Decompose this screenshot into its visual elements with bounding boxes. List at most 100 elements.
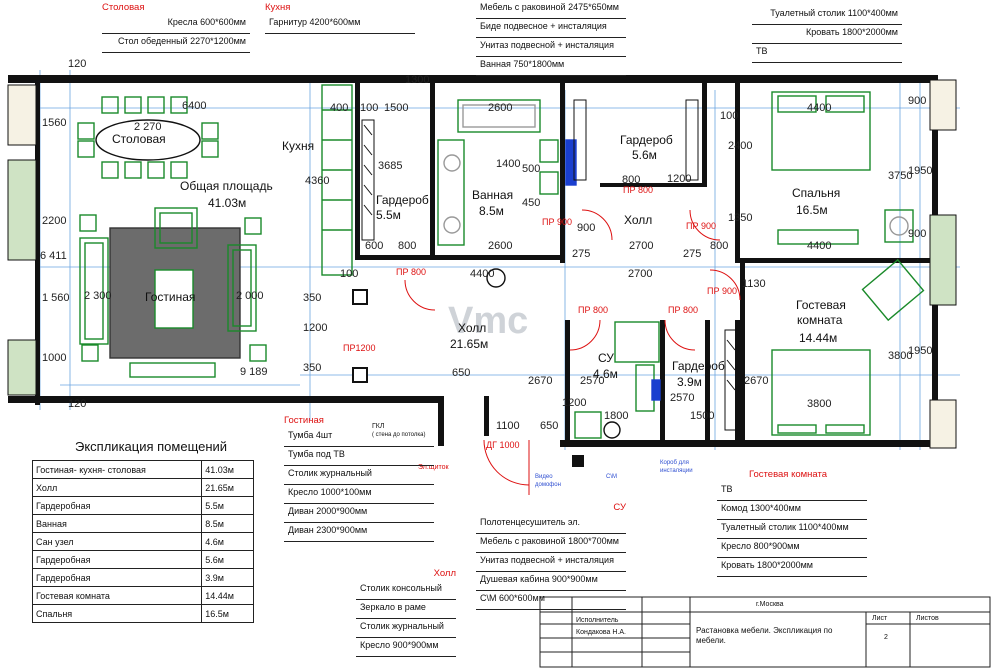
dim-label: 350 [303, 292, 322, 304]
dim-label: 800 [710, 240, 729, 252]
door-label-7: ПР 800 [668, 305, 698, 315]
spec-title: Гостиная [284, 415, 324, 426]
spec-row: Кровать 1800*2000мм [717, 558, 867, 577]
dim-label: 2570 [580, 375, 605, 387]
room-area-garderob1: 5.5м [376, 208, 401, 222]
dim-label: 100 [340, 268, 359, 280]
room-area-spalnya: 16.5м [796, 203, 828, 217]
room-area-garderob2: 5.6м [632, 148, 657, 162]
spec-row: Кресло 800*900мм [717, 539, 867, 558]
dim-label: 2670 [744, 375, 769, 387]
dim-label: 2 300 [84, 290, 112, 302]
spec-su: СУ Полотенцесушитель эл. Мебель с ракови… [476, 502, 626, 610]
spec-row: Унитаз подвесной + инсталяция [476, 38, 626, 57]
explication-room: Гостиная- кухня- столовая [31, 460, 203, 479]
room-label-su: СУ [598, 351, 614, 365]
spec-row: Кресло 900*900мм [356, 638, 456, 657]
spec-row: Полотенцесушитель эл. [476, 515, 626, 534]
spec-row: Мебель с раковиной 2475*650мм [476, 0, 626, 19]
dim-label: 600 [365, 240, 384, 252]
dim-label: 100 [360, 102, 379, 114]
explication-room: Холл [31, 478, 203, 497]
stamp-name: Кондакова Н.А. [576, 629, 626, 636]
spec-row: Диван 2000*900мм [284, 504, 434, 523]
spec-row: Кресло 1000*100мм [284, 485, 434, 504]
explication-area: 41.03м [201, 460, 254, 479]
dim-label: 1800 [604, 410, 629, 422]
dim-label: 1500 [690, 410, 715, 422]
spec-row: Туалетный столик 1100*400мм [752, 6, 902, 25]
dim-label: 9 189 [240, 366, 268, 378]
dim-label: 450 [522, 197, 541, 209]
spec-title: Холл [433, 568, 456, 579]
explication-area: 14.44м [201, 586, 254, 605]
windows-right [929, 79, 957, 449]
spec-row: Кресла 600*600мм [102, 15, 250, 34]
room-area-holl: 21.65м [450, 337, 489, 351]
spec-title: Столовая [102, 2, 145, 13]
door-label-5: ПР 900 [707, 286, 737, 296]
spec-row: Туалетный столик 1100*400мм [717, 520, 867, 539]
dim-label: 1000 [42, 352, 67, 364]
dim-label: 4400 [470, 268, 495, 280]
watermark: Vmc [448, 300, 529, 342]
spec-row: Столик консольный [356, 581, 456, 600]
spec-row: Тумба под ТВ [284, 447, 434, 466]
spec-vannaya: Мебель с раковиной 2475*650мм Биде подве… [476, 0, 626, 76]
dim-label: 1100 [496, 420, 520, 432]
explication-room: Гардеробная [31, 550, 203, 569]
wardrobes [361, 99, 738, 431]
dim-label: 275 [572, 248, 591, 260]
dim-label: 1200 [562, 397, 587, 409]
explication-room: Ванная [31, 514, 203, 533]
explication-area: 5.6м [201, 550, 254, 569]
explication-room: Гардеробная [31, 496, 203, 515]
spec-row: Диван 2300*900мм [284, 523, 434, 542]
living-furniture [79, 207, 267, 378]
dim-label: 120 [68, 58, 87, 70]
spec-gostinaya: Гостиная Тумба 4шт Тумба под ТВ Столик ж… [284, 415, 434, 542]
door-label-1: ПР 800 [396, 267, 426, 277]
dim-label: 100 [720, 110, 739, 122]
dim-label: 2670 [528, 375, 553, 387]
spec-row: С\М 600*600мм [476, 591, 626, 610]
spec-row: Душевая кабина 900*900мм [476, 572, 626, 591]
spec-row: Ванная 750*1800мм [476, 57, 626, 76]
dim-label: 6 411 [40, 250, 67, 262]
door-label-9: ДГ 1000 [486, 440, 520, 450]
dim-label: 650 [452, 367, 471, 379]
spec-gost-komnata: Гостевая комната ТВ Комод 1300*400мм Туа… [717, 469, 867, 577]
room-label-kuhnya: Кухня [282, 139, 315, 153]
su-fixtures [574, 321, 661, 439]
dim-label: 800 [398, 240, 417, 252]
spec-row: Комод 1300*400мм [717, 501, 867, 520]
note-gkl: ГКЛ [372, 423, 385, 430]
note-cm: С\М [606, 474, 617, 480]
explication-room: Гостевая комната [31, 586, 203, 605]
spec-title: СУ [613, 502, 626, 513]
door-label-2: ПР 900 [542, 217, 572, 227]
room-label-holl-small: Холл [624, 213, 653, 227]
explication-room: Гардеробная [31, 568, 203, 587]
spec-row: Гарнитур 4200*600мм [265, 15, 415, 34]
spec-row: Биде подвесное + инсталяция [476, 19, 626, 38]
stamp-role: Исполнитель [576, 617, 619, 624]
door-label-6: ПР 800 [578, 305, 608, 315]
explication-area: 4.6м [201, 532, 254, 551]
dim-label: 900 [908, 228, 927, 240]
stamp-title: Растановка мебели. Экспликация по мебели… [696, 626, 833, 645]
spec-spalnya: Туалетный столик 1100*400мм Кровать 1800… [752, 6, 902, 63]
spec-row: Мебель с раковиной 1800*700мм [476, 534, 626, 553]
spec-row: ТВ [717, 482, 867, 501]
dim-label: 4360 [305, 175, 330, 187]
spec-row: ТВ [752, 44, 902, 63]
